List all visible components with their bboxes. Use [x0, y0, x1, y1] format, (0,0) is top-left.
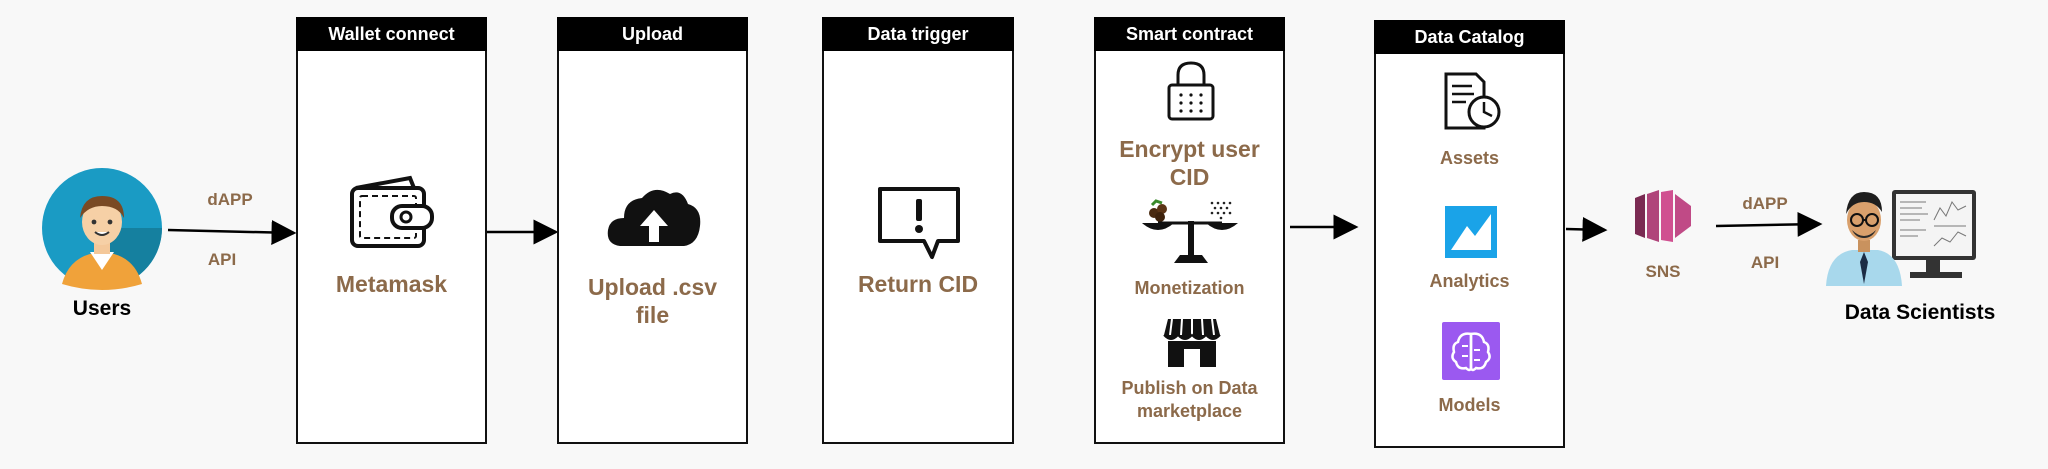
stage-wallet-title: Wallet connect	[296, 17, 487, 51]
assets-label: Assets	[1439, 148, 1500, 168]
balance-scale-icon	[1140, 197, 1244, 272]
stage-trigger-title: Data trigger	[822, 17, 1014, 51]
monetization-label: Monetization	[1134, 278, 1245, 298]
right-dapp-label: dAPP	[1742, 194, 1788, 213]
arrow-sns-to-scientists	[1715, 211, 1823, 237]
publish-label-line1: Publish on Data	[1121, 378, 1258, 398]
wallet-label: Metamask	[335, 271, 448, 297]
data-scientists-label: Data Scientists	[1844, 301, 1996, 324]
brain-chip-icon	[1442, 322, 1500, 385]
analytics-label: Analytics	[1429, 271, 1510, 291]
sns-icon	[1633, 188, 1693, 249]
analytics-icon	[1445, 206, 1497, 263]
right-api-label: API	[1750, 253, 1780, 272]
upload-label-line1: Upload .csv	[587, 274, 718, 300]
stage-smart-contract: Smart contract Encrypt user CID	[1094, 17, 1285, 444]
encrypt-label-line1: Encrypt user	[1119, 136, 1260, 162]
users-label: Users	[72, 297, 132, 320]
publish-label-line2: marketplace	[1136, 401, 1243, 421]
wallet-icon	[348, 174, 438, 257]
users-avatar	[40, 166, 164, 290]
stage-upload: Upload Upload .csv file	[557, 17, 748, 444]
upload-label-line2: file	[635, 302, 670, 328]
left-dapp-label: dAPP	[207, 190, 253, 209]
arrow-catalog-to-sns	[1565, 216, 1608, 242]
models-label: Models	[1438, 395, 1501, 415]
stage-upload-title: Upload	[557, 17, 748, 51]
alert-speech-bubble-icon	[874, 185, 964, 266]
user-avatar-icon	[42, 168, 162, 290]
trigger-label: Return CID	[857, 271, 979, 297]
stage-catalog-title: Data Catalog	[1374, 20, 1565, 54]
stage-wallet-connect: Wallet connect Metamask	[296, 17, 487, 444]
encrypt-label-line2: CID	[1169, 164, 1210, 190]
lock-icon	[1166, 59, 1216, 128]
left-api-label: API	[207, 250, 237, 269]
data-scientist-icon	[1826, 190, 1976, 286]
storefront-icon	[1162, 317, 1222, 374]
stage-data-catalog: Data Catalog Assets Analytics Models	[1374, 20, 1565, 448]
sns-label: SNS	[1645, 262, 1681, 281]
document-clock-icon	[1442, 72, 1502, 137]
stage-data-trigger: Data trigger Return CID	[822, 17, 1014, 444]
cloud-upload-icon	[606, 184, 702, 255]
stage-contract-title: Smart contract	[1094, 17, 1285, 51]
data-scientist-illustration	[1826, 180, 1978, 291]
arrow-users-to-wallet	[167, 219, 297, 245]
